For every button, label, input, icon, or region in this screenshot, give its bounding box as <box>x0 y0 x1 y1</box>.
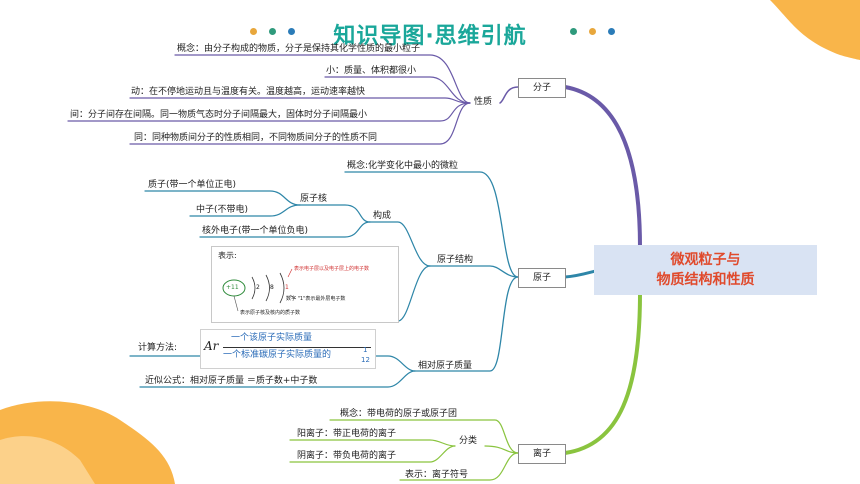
molecule-gap: 间：分子间存在间隔。同一物质气态时分子间隔最大，固体时分子间隔最小 <box>70 110 368 120</box>
atom-nucleus-label: 原子核 <box>300 194 328 204</box>
atom-structure-diagram: 表示: +11 2 8 1 表示电子层以及电子层上的电子数 数字 "1"表示最外… <box>211 246 399 323</box>
atom-electron: 核外电子(带一个单位负电) <box>202 226 309 236</box>
molecule-same: 同：同种物质间分子的性质相同，不同物质间分子的性质不同 <box>134 133 378 143</box>
atom-shell-drawing <box>222 268 297 312</box>
center-topic-line2: 物质结构和性质 <box>656 272 755 288</box>
atom-structure-label: 原子结构 <box>437 255 474 265</box>
center-topic: 微观粒子与 物质结构和性质 <box>594 245 817 295</box>
atom-proton: 质子(带一个单位正电) <box>148 180 237 190</box>
atom-diagram-note-top: 表示电子层以及电子层上的电子数 <box>294 266 370 272</box>
atom-nucleus-charge: +11 <box>226 284 239 291</box>
atom-diagram-note-mid: 数字 "1"表示最外层电子数 <box>286 296 346 302</box>
page-title: 知识导图·思维引航 <box>333 24 527 49</box>
title-dot <box>589 28 596 35</box>
formula-denominator: 一个标准碳原子实际质量的 <box>223 350 332 360</box>
ion-node: 离子 <box>518 444 566 464</box>
ion-anion: 阴离子：带负电荷的离子 <box>297 451 397 461</box>
atom-shell-1: 2 <box>256 284 260 291</box>
atom-show-label: 表示: <box>218 251 237 260</box>
title-dot <box>608 28 615 35</box>
atom-composition-label: 构成 <box>373 211 392 221</box>
ion-concept: 概念：带电荷的原子或原子团 <box>340 409 458 419</box>
molecule-small: 小：质量、体积都很小 <box>326 66 417 76</box>
atom-shell-3: 1 <box>285 284 289 291</box>
formula-fraction-bar <box>223 347 371 348</box>
atom-approx-formula: 近似公式：相对原子质量 ＝质子数+中子数 <box>145 376 318 386</box>
title-dot <box>269 28 276 35</box>
atom-concept: 概念:化学变化中最小的微粒 <box>347 161 459 171</box>
molecule-concept: 概念：由分子构成的物质，分子是保持其化学性质的最小粒子 <box>177 44 421 54</box>
atom-calc-method-label: 计算方法: <box>138 343 178 353</box>
formula-numerator: 一个该原子实际质量 <box>231 333 313 343</box>
ion-cation: 阳离子：带正电荷的离子 <box>297 429 397 439</box>
molecule-motion: 动：在不停地运动且与温度有关。温度越高，运动速率越快 <box>131 87 366 97</box>
atom-shell-2: 8 <box>270 284 274 291</box>
molecule-node: 分子 <box>518 78 566 98</box>
atom-node: 原子 <box>518 268 566 288</box>
molecule-property-label: 性质 <box>474 97 493 107</box>
relative-mass-formula: Ar 一个该原子实际质量 一个标准碳原子实际质量的 1 12 <box>200 329 376 369</box>
formula-twelve: 12 <box>361 356 370 364</box>
formula-symbol: Ar <box>204 339 219 353</box>
atom-neutron: 中子(不带电) <box>196 205 249 215</box>
title-dot <box>250 28 257 35</box>
ion-notation: 表示：离子符号 <box>405 470 469 480</box>
title-dot <box>288 28 295 35</box>
atom-relative-mass-label: 相对原子质量 <box>418 361 473 371</box>
formula-one: 1 <box>363 346 368 354</box>
atom-diagram-note-bottom: 表示原子核及核内的质子数 <box>240 310 301 316</box>
center-topic-line1: 微观粒子与 <box>670 252 741 268</box>
title-dot <box>570 28 577 35</box>
ion-classification-label: 分类 <box>459 436 478 446</box>
